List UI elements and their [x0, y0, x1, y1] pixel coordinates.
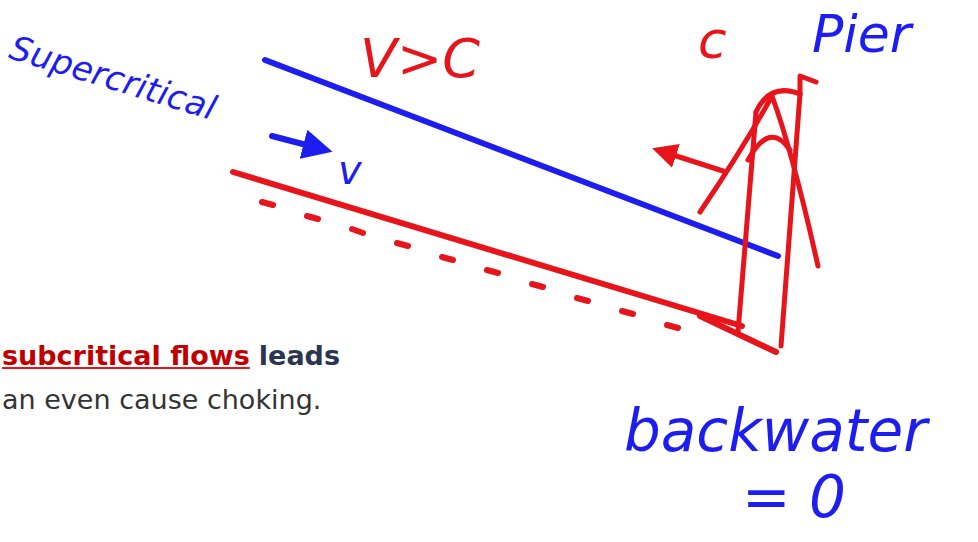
slide-text: an even cause choking.	[2, 386, 321, 413]
wave-speed-symbol: c	[698, 14, 727, 66]
velocity-arrow	[272, 136, 318, 148]
annotation-label: Supercritical	[6, 30, 220, 125]
bed-hatching	[262, 202, 678, 328]
slide-text: leads	[259, 342, 340, 369]
wave-speed-arrow	[664, 152, 726, 172]
annotation-label: V>C	[360, 32, 480, 86]
annotation-label: Pier	[812, 8, 911, 60]
annotation-label: = 0	[742, 468, 846, 526]
slide-text: subcritical flows	[2, 342, 250, 369]
water-surface	[265, 60, 778, 256]
annotation-label: backwater	[624, 402, 927, 460]
pier-symbol	[700, 76, 818, 346]
velocity-symbol: v	[338, 150, 362, 190]
channel-bed	[233, 172, 742, 326]
